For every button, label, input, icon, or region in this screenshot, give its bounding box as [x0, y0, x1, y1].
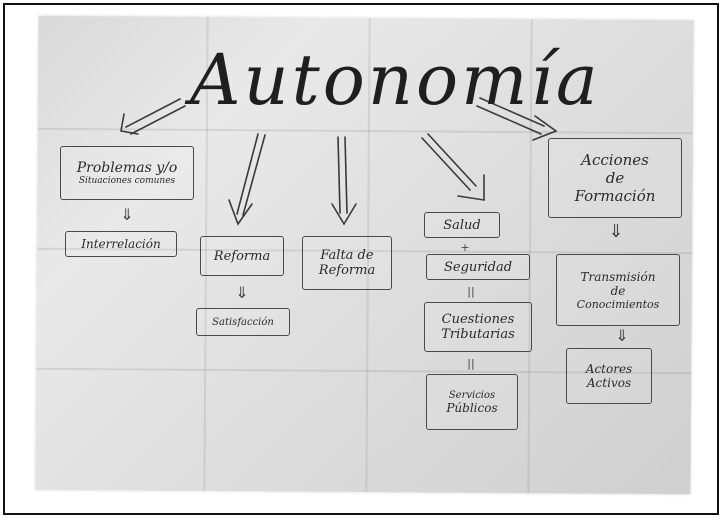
connector-down: ⇓	[608, 221, 624, 242]
diagram-title: Autonomía	[190, 39, 601, 121]
node-acciones: Acciones de Formación	[548, 138, 682, 218]
node-cuestiones-line2: Tributarias	[441, 327, 515, 342]
node-problemas-line1: Problemas y/o	[76, 160, 178, 176]
node-problemas: Problemas y/o Situaciones comunes	[60, 146, 194, 200]
node-salud-label: Salud	[443, 217, 481, 233]
node-satisfaccion: Satisfacción	[196, 308, 290, 336]
node-transmision-line3: Conocimientos	[576, 297, 660, 311]
connector-pipe: ||	[467, 357, 475, 370]
connector-plus: +	[460, 241, 470, 254]
node-cuestiones: Cuestiones Tributarias	[424, 302, 532, 352]
node-acciones-line3: Formación	[574, 187, 656, 205]
node-seguridad: Seguridad	[426, 254, 530, 280]
node-transmision: Transmisión de Conocimientos	[556, 254, 680, 326]
node-interrelacion: Interrelación	[65, 231, 177, 257]
node-actores-line2: Activos	[586, 376, 632, 390]
node-reforma: Reforma	[200, 236, 284, 276]
node-acciones-line1: Acciones	[581, 151, 649, 169]
node-problemas-line2: Situaciones comunes	[78, 176, 176, 186]
connector-down: ⇓	[615, 326, 629, 345]
node-reforma-label: Reforma	[213, 248, 271, 264]
node-falta-reforma: Falta de Reforma	[302, 236, 392, 290]
node-servicios: Servicios Públicos	[426, 374, 518, 430]
connector-down: ⇓	[235, 283, 249, 302]
node-acciones-line2: de	[605, 169, 625, 187]
node-satisfaccion-label: Satisfacción	[212, 316, 274, 328]
node-actores: Actores Activos	[566, 348, 652, 404]
connector-down: ⇓	[120, 205, 134, 224]
node-cuestiones-line1: Cuestiones	[441, 312, 515, 327]
node-falta-line2: Reforma	[318, 263, 376, 278]
node-servicios-line2: Públicos	[446, 400, 498, 415]
node-transmision-line1: Transmisión	[580, 269, 656, 284]
node-falta-line1: Falta de	[320, 248, 374, 263]
node-servicios-line1: Servicios	[448, 389, 496, 401]
connector-pipe: ||	[467, 285, 475, 298]
node-seguridad-label: Seguridad	[443, 259, 513, 275]
node-transmision-line2: de	[610, 283, 626, 298]
node-salud: Salud	[424, 212, 500, 238]
node-actores-line1: Actores	[585, 362, 633, 376]
node-interrelacion-label: Interrelación	[81, 237, 161, 251]
